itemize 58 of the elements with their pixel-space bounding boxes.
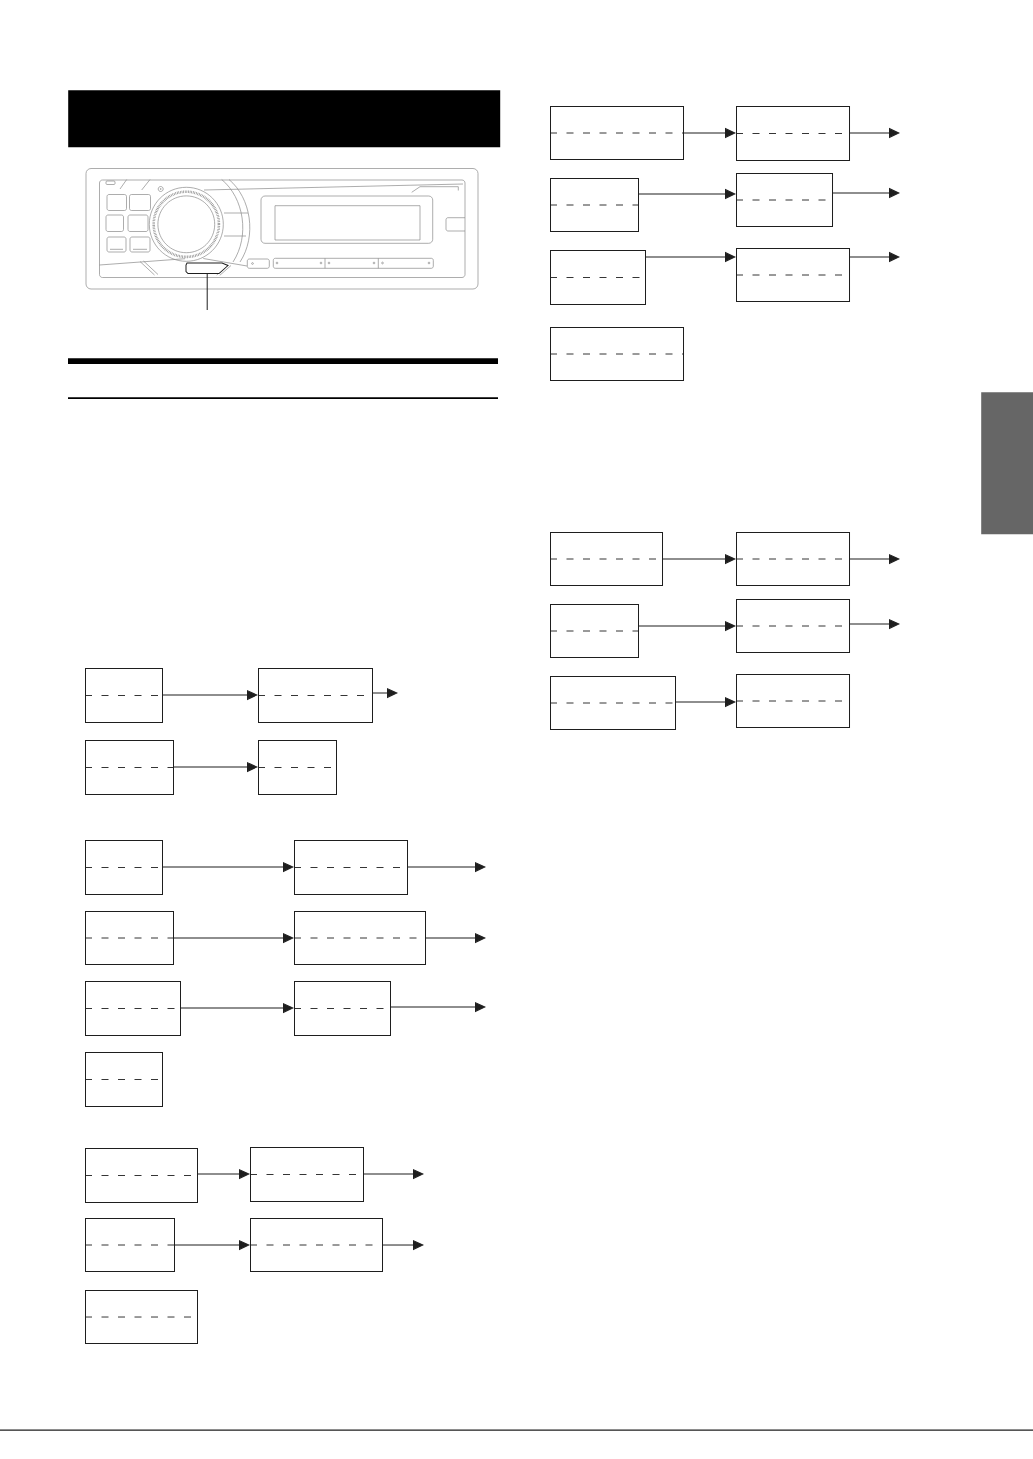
display-box [84,1218,176,1272]
display-box [549,250,647,305]
arrow [407,862,486,872]
heading-bar [68,90,501,148]
arrow [425,933,486,943]
display-box [293,840,409,895]
arrow [174,1240,250,1250]
display-box [549,532,664,586]
release-button [185,262,229,274]
display-box [84,1290,199,1344]
arrow [849,252,900,262]
display-box [549,676,677,730]
arrow [372,688,398,698]
display-box [84,911,175,965]
arrow [173,762,258,772]
display-box [84,1052,164,1107]
arrow [382,1240,424,1250]
arrow [173,933,294,943]
arrow [832,188,900,198]
arrow [363,1169,424,1179]
display-box [257,668,374,723]
arrow [675,697,736,707]
display-box [84,981,182,1036]
display-box [735,173,834,227]
display-box [293,911,427,965]
display-box [549,604,640,658]
display-box [84,668,164,723]
arrow [197,1169,250,1179]
display-box [549,178,640,232]
display-box [293,981,392,1036]
arrow [638,189,736,199]
display-box [249,1147,365,1202]
arrow [645,252,736,262]
arrow [180,1003,294,1013]
arrow [683,128,736,138]
leader-line [206,273,208,311]
display-box [735,599,851,653]
arrow [849,619,900,629]
arrow [662,554,736,564]
arrow [638,621,736,631]
display-box [84,1148,199,1203]
display-box [84,740,175,795]
display-box [735,674,851,728]
display-box [84,840,164,895]
arrow [849,554,900,564]
display-box [735,532,851,586]
arrow [390,1002,486,1012]
display-box [735,248,851,302]
car-stereo-drawing [85,168,479,290]
display-box [549,327,685,381]
side-tab [981,392,1033,535]
arrow [162,690,258,700]
display-box [249,1218,384,1272]
arrow [162,862,294,872]
display-box [735,106,851,161]
arrow [849,128,900,138]
display-box [257,740,338,795]
display-box [549,106,685,160]
